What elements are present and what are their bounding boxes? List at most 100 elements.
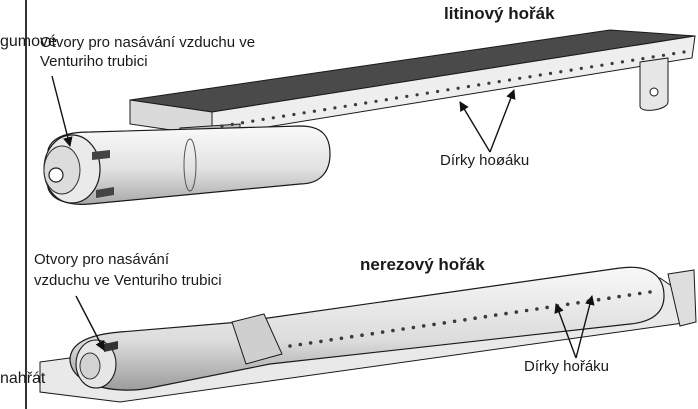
burner-hole — [538, 73, 542, 77]
burner-hole — [391, 328, 395, 333]
burner-hole — [518, 76, 522, 80]
burner-hole — [504, 311, 508, 316]
burner-hole — [607, 296, 611, 301]
stainless-burner-collar — [231, 313, 283, 365]
burner-hole — [394, 96, 399, 100]
stainless-burner-holes — [288, 290, 652, 348]
burner-hole — [298, 342, 303, 347]
burner-hole — [586, 299, 591, 304]
left-edge-word-top: gumové — [0, 33, 57, 50]
leader-ss-air-intake — [75, 295, 105, 351]
stainless-burner-bracket — [667, 269, 697, 327]
burner-hole — [333, 106, 337, 110]
burner-hole — [442, 321, 447, 325]
burner-hole — [473, 316, 477, 321]
burner-hole — [374, 99, 378, 103]
stainless-burner-title: nerezový hořák — [360, 255, 485, 274]
cast-burner-mounting-tab — [639, 57, 669, 111]
burner-hole — [302, 111, 306, 115]
burner-hole — [380, 330, 385, 334]
left-edge-word-bottom: nahřát — [0, 370, 46, 387]
stainless-air-intake-label-line2: vzduchu ve Venturiho trubici — [34, 272, 222, 289]
burner-hole — [220, 124, 224, 128]
cast-iron-burner — [43, 29, 696, 205]
burner-hole — [661, 53, 666, 57]
burner-hole — [610, 61, 614, 66]
burner-hole — [466, 84, 470, 89]
burner-hole — [308, 341, 313, 345]
burner-hole — [493, 313, 498, 317]
leader-cast-holes-1 — [459, 101, 491, 153]
burner-hole — [648, 290, 652, 294]
burner-hole — [631, 58, 635, 62]
burner-hole — [463, 318, 467, 322]
burner-hole — [507, 78, 512, 82]
burner-hole — [497, 80, 501, 84]
burner-hole — [384, 98, 388, 102]
burner-hole — [651, 55, 655, 59]
burner-hole — [514, 310, 519, 314]
burner-hole — [569, 68, 573, 72]
burner-hole — [617, 294, 621, 299]
cast-air-intake-label: Otvory pro nasávání vzduchu ve — [40, 34, 256, 51]
burner-hole — [579, 66, 583, 70]
burner-hole — [446, 88, 450, 92]
burner-hole — [528, 75, 532, 79]
burner-hole — [312, 109, 316, 113]
burner-hole — [319, 339, 323, 344]
burner-hole — [452, 319, 457, 324]
burner-hole — [261, 117, 265, 121]
burner-hole — [349, 334, 354, 339]
burner-hole — [353, 103, 358, 107]
burner-hole — [600, 63, 604, 67]
burner-hole — [271, 116, 275, 120]
burner-hole — [524, 308, 529, 313]
burner-hole — [339, 336, 344, 341]
burner-hole — [436, 89, 440, 94]
stainless-burner — [39, 266, 697, 403]
leader-ss-holes-1 — [554, 303, 577, 359]
burner-hole — [405, 94, 409, 98]
burner-hole — [421, 324, 426, 328]
page-margin-line — [25, 0, 27, 409]
burner-hole — [627, 293, 632, 297]
burner-hole — [292, 112, 296, 117]
burner-hole — [343, 104, 347, 108]
cast-burner-holes — [220, 50, 686, 128]
burner-hole — [251, 119, 255, 123]
leader-cast-air-intake — [51, 75, 73, 147]
burner-hole — [487, 81, 491, 85]
burner-hole — [230, 122, 234, 126]
burner-hole — [672, 52, 676, 56]
burner-hole — [411, 325, 416, 330]
burner-hole — [282, 114, 286, 118]
burner-hole — [432, 322, 436, 327]
burner-hole — [682, 50, 686, 54]
burner-hole — [565, 302, 570, 307]
burner-hole — [559, 70, 563, 74]
burner-hole — [576, 301, 580, 305]
burner-hole — [323, 108, 327, 112]
burner-hole — [415, 93, 419, 97]
stainless-air-intake-label: Otvory pro nasávání — [34, 251, 170, 268]
burner-hole — [240, 121, 245, 125]
burner-hole — [370, 331, 375, 336]
burner-hole — [596, 297, 601, 302]
leader-lines — [51, 75, 595, 359]
burner-hole — [620, 60, 625, 64]
stainless-burner-tube — [69, 266, 665, 391]
burner-hole — [288, 344, 292, 348]
cast-burner-title: litinový hořák — [444, 4, 555, 23]
leader-cast-holes-2 — [489, 89, 516, 153]
stainless-holes-label: Dírky hořáku — [524, 358, 610, 375]
burner-hole — [425, 91, 429, 95]
leader-ss-holes-2 — [575, 295, 595, 359]
burner-hole — [590, 65, 594, 69]
burner-hole — [637, 291, 642, 296]
burner-hole — [360, 333, 364, 338]
burner-hole — [364, 101, 368, 105]
cast-holes-label: Dírky hoøáku — [440, 152, 530, 169]
burner-hole — [548, 71, 553, 75]
burner-hole — [545, 305, 549, 310]
